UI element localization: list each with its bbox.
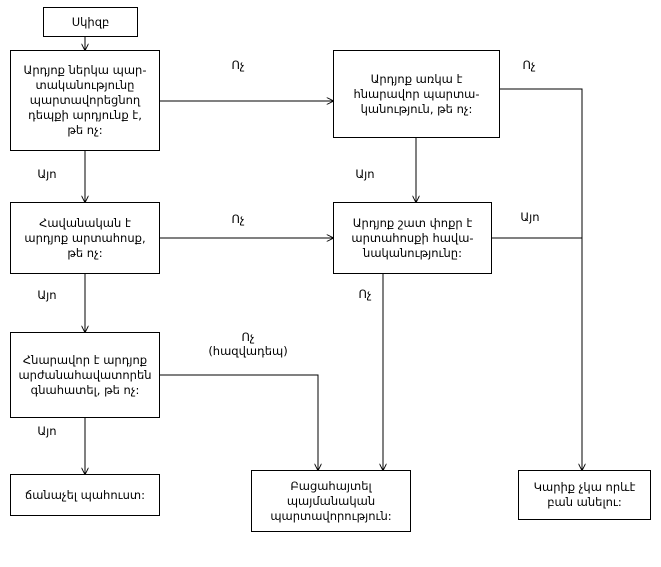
node-do-nothing[interactable]: Կարիք չկա որևէ բան անելու: <box>518 470 651 520</box>
node-decision-outflow-probable[interactable]: Հավանական է արդյոք արտահոսք, թե ոչ: <box>10 202 160 274</box>
node-decision-outflow-remote[interactable]: Արդյոք շատ փոքր է արտահոսքի հավա- նականո… <box>333 202 492 274</box>
edge-label-d5-to-disclose: Ոչ (հազվադեպ) <box>208 330 288 358</box>
edge-label-d1-to-d2: Ոչ <box>231 58 245 72</box>
node-disclose-contingent-liability[interactable]: Բացահայտել պայմանական պարտավորություն: <box>251 470 411 532</box>
edge-label-d2-to-d4: Այո <box>355 167 375 181</box>
edge-label-d5-to-provision: Այո <box>37 424 57 438</box>
edge-label-d3-to-d5: Այո <box>37 288 57 302</box>
edge-label-d3-to-d4: Ոչ <box>231 212 245 226</box>
connector-d2-to-nothing <box>500 88 582 470</box>
edge-label-d4-to-disclose: Ոչ <box>358 287 372 301</box>
edge-label-d1-to-d3: Այո <box>37 167 57 181</box>
edge-label-d4-to-nothing: Այո <box>520 210 540 224</box>
node-decision-possible-obligation[interactable]: Արդյոք առկա է հնարավոր պարտա- կանություն… <box>333 50 500 138</box>
node-decision-present-obligation[interactable]: Արդյոք ներկա պար- տականությունը պարտավոր… <box>10 50 160 151</box>
edge-label-d2-to-nothing: Ոչ <box>522 58 536 72</box>
node-start[interactable]: Սկիզբ <box>43 7 138 37</box>
node-decision-reliable-estimate[interactable]: Հնարավոր է արդյոք արժանահավատորեն գնահատ… <box>10 332 160 418</box>
connector-d5-to-disclose <box>160 374 318 470</box>
node-recognize-provision[interactable]: ճանաչել պահուստ: <box>10 474 160 516</box>
